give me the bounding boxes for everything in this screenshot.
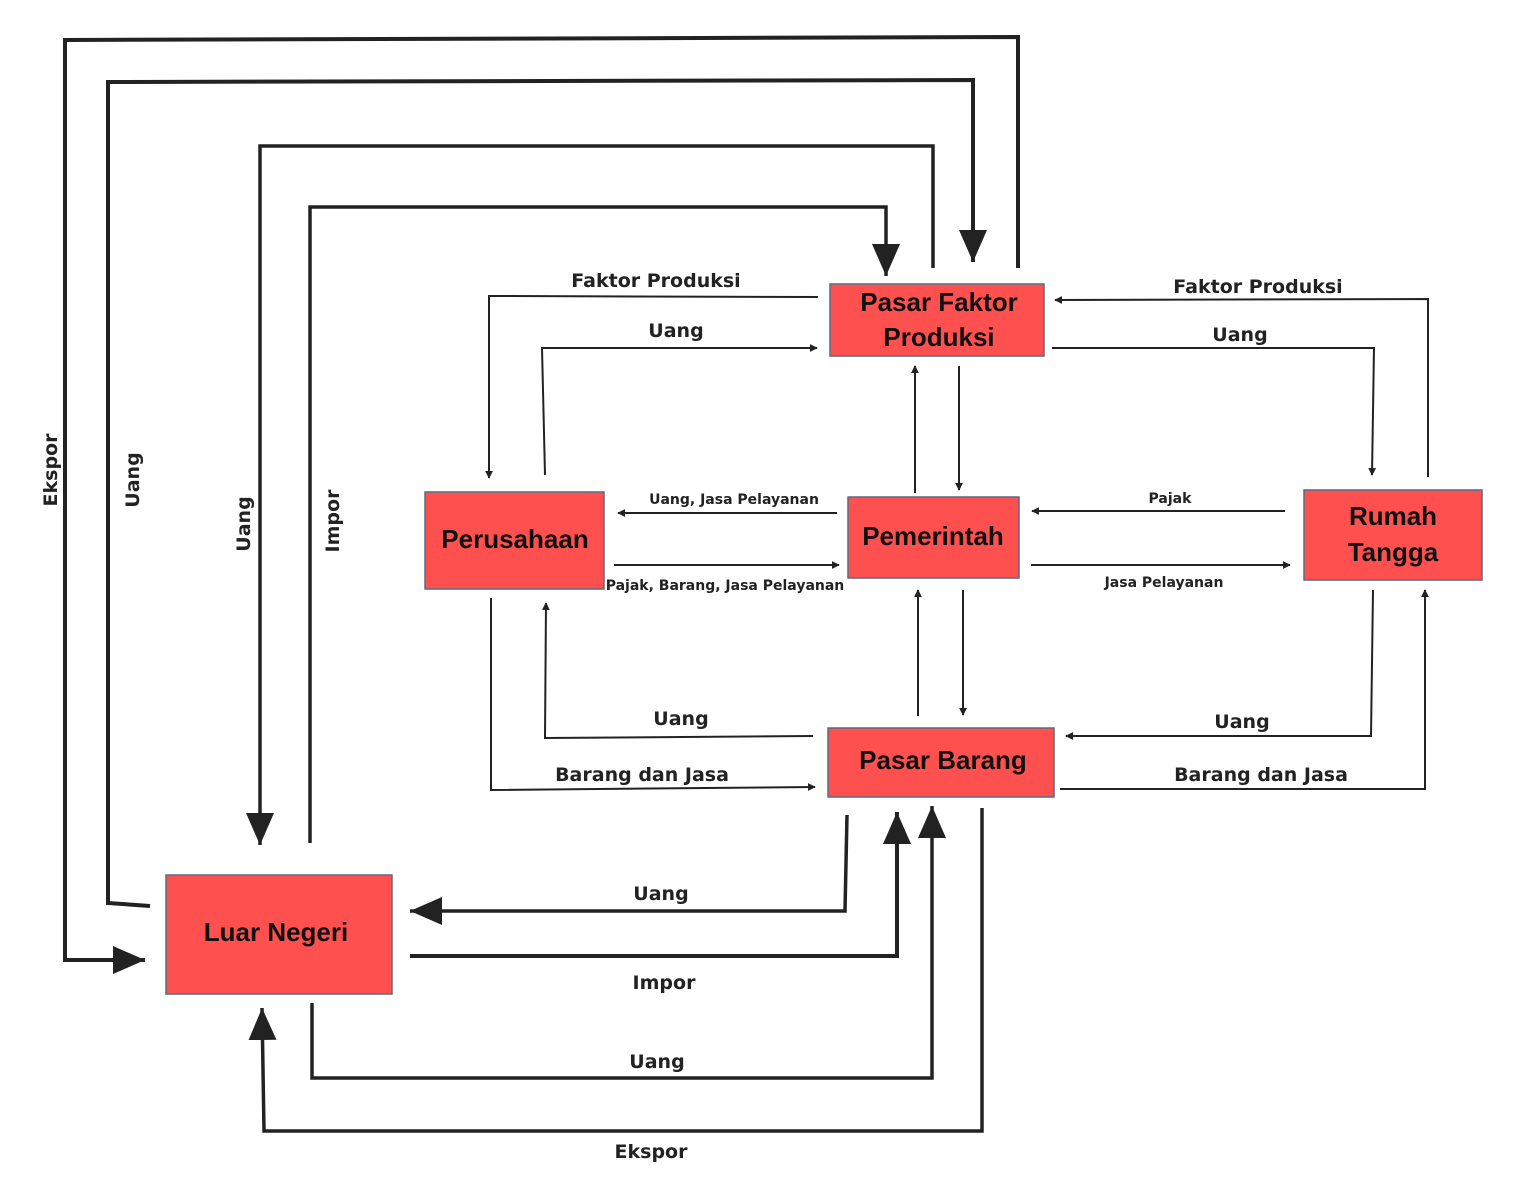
arrow-faktor-produksi-left	[485, 294, 819, 479]
label-barang-jasa-right: Barang dan Jasa	[1174, 764, 1348, 786]
label-uang-left2: Uang	[233, 496, 255, 551]
node-pasar-barang: Pasar Barang	[827, 727, 1055, 798]
label-ekspor-left: Ekspor	[40, 433, 62, 507]
node-label: Rumah	[1349, 501, 1437, 531]
label-faktor-produksi-right: Faktor Produksi	[1173, 276, 1342, 298]
label-uang-bottom1: Uang	[633, 883, 688, 905]
node-perusahaan: Perusahaan	[424, 491, 605, 590]
node-pasar-faktor-produksi: Pasar Faktor Produksi	[829, 283, 1045, 357]
label-uang-left1: Uang	[122, 452, 144, 507]
label-pajak: Pajak	[1149, 491, 1193, 507]
arrow-uang-bottom2	[310, 806, 946, 1080]
arrow-uang-top-right	[1052, 347, 1377, 476]
label-uang-jasa-pelayanan: Uang, Jasa Pelayanan	[649, 492, 819, 508]
arrow-uang-outer	[106, 77, 987, 908]
arrow-impor-bottom	[410, 812, 911, 958]
arrow-uang-bottom1	[410, 814, 849, 925]
node-pemerintah: Pemerintah	[847, 496, 1020, 579]
arrow-ekspor-bottom	[248, 808, 984, 1133]
label-uang-top-left: Uang	[648, 320, 703, 342]
arrow-barang-jasa-right	[1060, 589, 1429, 790]
label-barang-jasa-left: Barang dan Jasa	[555, 764, 729, 786]
node-label: Luar Negeri	[204, 917, 349, 947]
label-uang-mid-left: Uang	[653, 708, 708, 730]
node-luar-negeri: Luar Negeri	[165, 874, 393, 995]
node-rumah-tangga: Rumah Tangga	[1303, 489, 1483, 581]
node-label: Tangga	[1348, 537, 1439, 567]
label-faktor-produksi-left: Faktor Produksi	[571, 270, 740, 292]
label-ekspor-bottom: Ekspor	[615, 1141, 689, 1163]
arrow-uang-mid-right	[1065, 589, 1374, 740]
arrow-impor-inner	[308, 205, 900, 843]
arrow-uang-inner	[246, 144, 935, 845]
arrow-uang-mid-left	[542, 602, 814, 740]
node-label: Pasar Faktor	[860, 287, 1018, 317]
node-label: Pemerintah	[862, 521, 1004, 551]
arrow-barang-jasa-left	[490, 598, 816, 792]
label-uang-bottom2: Uang	[629, 1051, 684, 1073]
label-impor-left: Impor	[322, 489, 344, 553]
arrow-ekspor-outer	[63, 34, 1020, 974]
node-label: Produksi	[883, 322, 994, 352]
label-jasa-pelayanan: Jasa Pelayanan	[1104, 575, 1224, 591]
label-uang-top-right: Uang	[1212, 324, 1267, 346]
label-impor-bottom: Impor	[633, 972, 697, 994]
label-pajak-barang-jasa: Pajak, Barang, Jasa Pelayanan	[606, 578, 845, 594]
arrow-faktor-produksi-right	[1054, 296, 1429, 477]
arrow-uang-top-left	[540, 344, 818, 476]
node-label: Pasar Barang	[859, 745, 1027, 775]
label-uang-mid-right: Uang	[1214, 711, 1269, 733]
node-label: Perusahaan	[441, 524, 588, 554]
